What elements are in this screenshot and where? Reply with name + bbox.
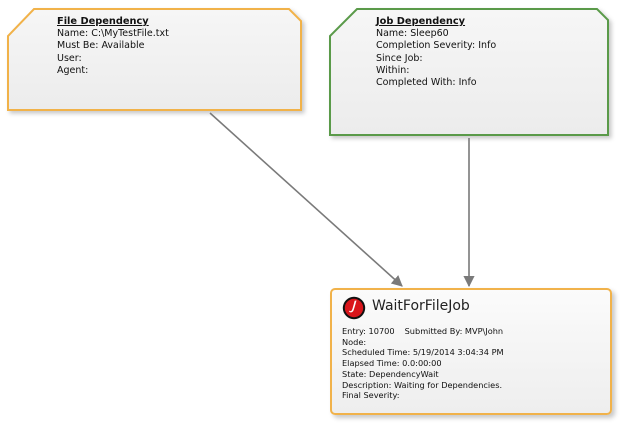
job-state: State: DependencyWait bbox=[342, 368, 439, 379]
job-dependency-name: Name: Sleep60 bbox=[376, 28, 449, 40]
job-details: Entry: 10700 Submitted By: MVP\John Node:… bbox=[342, 326, 504, 401]
job-entry: Entry: 10700 bbox=[342, 326, 395, 336]
job-dependency-since-job: Since Job: bbox=[376, 52, 423, 64]
job-submitted-by: Submitted By: MVP\John bbox=[404, 326, 504, 336]
file-dependency-agent: Agent: bbox=[57, 64, 89, 76]
job-title: WaitForFileJob bbox=[372, 298, 470, 314]
file-dependency-title: File Dependency bbox=[57, 16, 149, 27]
file-dependency-connector bbox=[209, 112, 403, 287]
job-elapsed-time: Elapsed Time: 0.0:00:00 bbox=[342, 358, 442, 369]
job-dependency-text: Job Dependency Name: Sleep60 Completion … bbox=[376, 16, 496, 89]
job-dependency-within: Within: bbox=[376, 64, 410, 76]
job-node-field: Node: bbox=[342, 336, 367, 347]
job-node-wait-for-file-job[interactable]: WaitForFileJob Entry: 10700 Submitted By:… bbox=[330, 288, 612, 415]
job-dependency-completed-with: Completed With: Info bbox=[376, 77, 477, 89]
file-dependency-must-be: Must Be: Available bbox=[57, 40, 145, 52]
job-final-severity: Final Severity: bbox=[342, 390, 400, 401]
file-dependency-text: File Dependency Name: C:\MyTestFile.txt … bbox=[57, 16, 169, 77]
job-description: Description: Waiting for Dependencies. bbox=[342, 379, 503, 390]
job-entry-line: Entry: 10700 Submitted By: MVP\John bbox=[342, 326, 504, 337]
job-dependency-completion-severity: Completion Severity: Info bbox=[376, 40, 497, 52]
file-dependency-shape[interactable] bbox=[7, 8, 302, 111]
job-scheduled-time: Scheduled Time: 5/19/2014 3:04:34 PM bbox=[342, 347, 504, 358]
job-dependency-title: Job Dependency bbox=[376, 16, 466, 27]
file-dependency-user: User: bbox=[57, 52, 82, 64]
job-dependency-shape[interactable] bbox=[329, 8, 609, 136]
file-dependency-name: Name: C:\MyTestFile.txt bbox=[57, 28, 169, 40]
job-logo-icon bbox=[342, 296, 366, 320]
